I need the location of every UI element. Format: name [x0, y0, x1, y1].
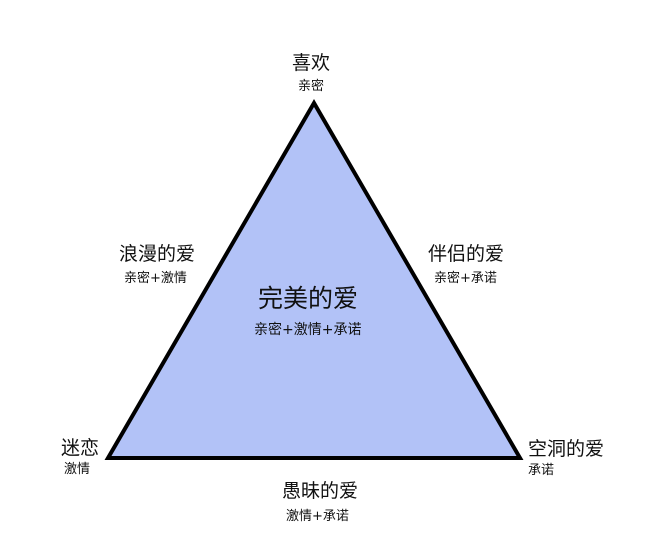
vertex-bottom-right-title: 空洞的爱: [528, 438, 605, 460]
vertex-top-subtitle: 亲密: [298, 79, 325, 94]
right-edge-title: 伴侣的爱: [428, 243, 505, 265]
left-edge-subtitle: 亲密+激情: [124, 271, 187, 286]
left-edge-title: 浪漫的爱: [119, 243, 196, 265]
vertex-bottom-left-title: 迷恋: [61, 437, 100, 459]
vertex-bottom-left-subtitle: 激情: [64, 462, 91, 477]
vertex-bottom-right-subtitle: 承诺: [528, 463, 555, 478]
bottom-edge-title: 愚昧的爱: [282, 480, 359, 502]
right-edge-subtitle: 亲密+承诺: [434, 271, 497, 286]
love-triangle: [104, 99, 524, 460]
vertex-top-title: 喜欢: [292, 52, 331, 74]
center-subtitle: 亲密+激情+承诺: [254, 322, 362, 338]
center-title: 完美的爱: [258, 284, 359, 313]
bottom-edge-subtitle: 激情+承诺: [286, 509, 349, 524]
